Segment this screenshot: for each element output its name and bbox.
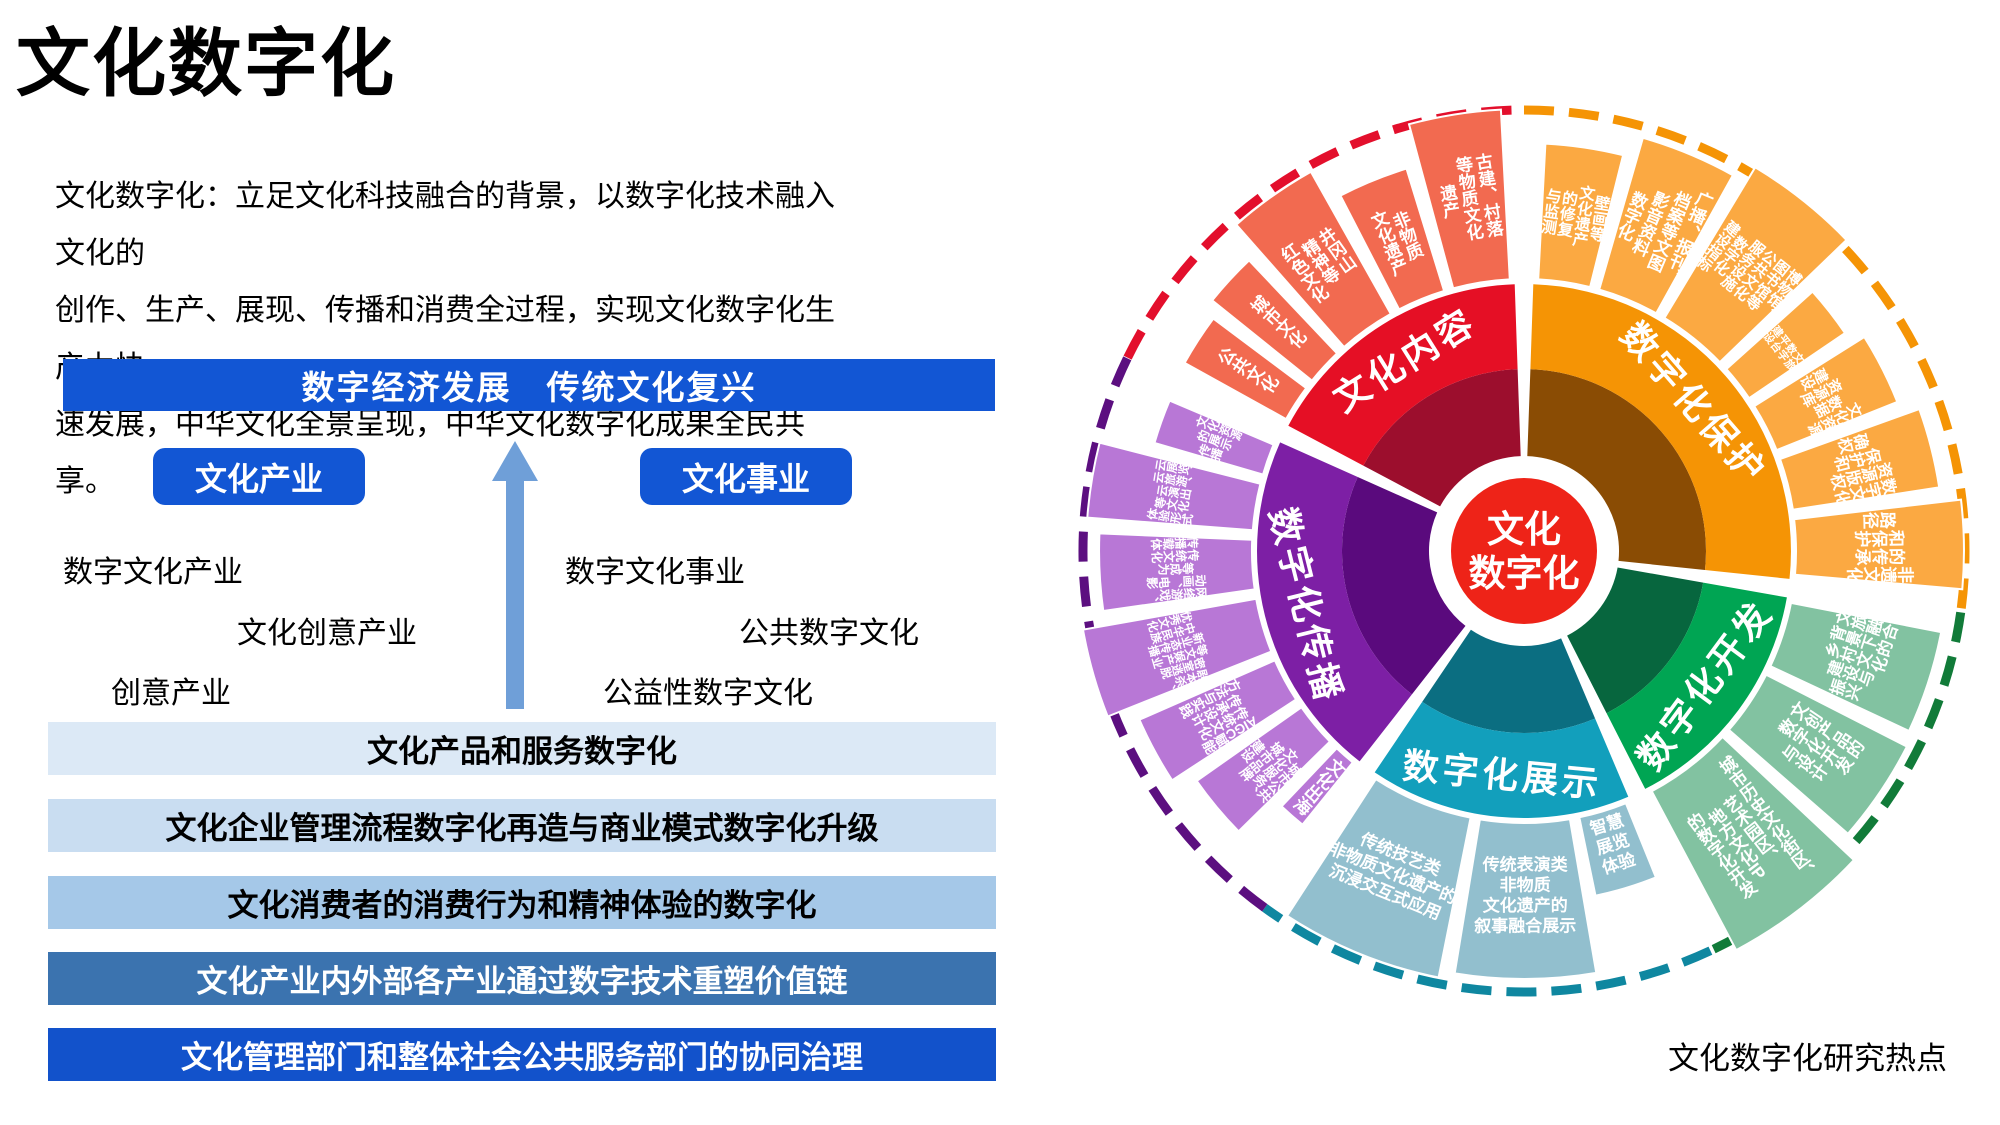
level-bar: 文化企业管理流程数字化再造与商业模式数字化升级 [48, 799, 996, 852]
industry-tag: 文化产业 [153, 448, 365, 505]
public-tag: 文化事业 [640, 448, 852, 505]
level-bar: 文化产品和服务数字化 [48, 722, 996, 775]
chart-caption: 文化数字化研究热点 [1668, 1041, 1947, 1076]
petal [1650, 735, 1856, 952]
intro-line: 创作、生产、展现、传播和消费全过程，实现文化数字化生产力快 [55, 294, 835, 384]
sunburst-chart: 文化内容公共文化城市文化井冈山精神等红色文化非物质文化遗产古建、村落等物质文化遗… [1078, 105, 1970, 997]
petal [1081, 597, 1273, 718]
level-bar: 文化产业内外部各产业通过数字技术重塑价值链 [48, 952, 996, 1005]
industry-item: 创意产业 [111, 677, 231, 710]
dashed-ring-segment [1262, 904, 1713, 997]
petal-label: 智慧展览体验 [1588, 810, 1639, 878]
public-item: 公益性数字文化 [603, 677, 813, 710]
petal-label: 和保护 [1853, 527, 1905, 548]
petal [1339, 167, 1446, 311]
petal [1153, 399, 1275, 476]
petal [1769, 601, 1943, 733]
petal-label: 等成为 [1157, 561, 1196, 577]
petal [1724, 290, 1847, 400]
petal [1138, 658, 1298, 782]
public-item: 数字文化事业 [565, 556, 745, 589]
petal [1727, 673, 1909, 836]
petal [1210, 258, 1339, 383]
petal-label: 非遗文化 [1846, 563, 1915, 585]
petal [1407, 108, 1511, 290]
public-item: 公共数字文化 [739, 617, 919, 650]
dashed-ring-segment [1523, 105, 1970, 614]
petal-label: 动画、电影 [1145, 573, 1207, 590]
center-circle [1451, 478, 1597, 624]
petal [1792, 498, 1965, 591]
level-bar: 文化管理部门和整体社会公共服务部门的协同治理 [48, 1028, 996, 1081]
sector-ring [1288, 284, 1518, 466]
petal [1183, 317, 1308, 421]
petal [1285, 777, 1472, 979]
petal-label: 传统表演类非物质文化遗产的叙事融合展示 [1474, 854, 1576, 936]
up-arrow-shaft [506, 481, 524, 709]
petal-label-group: 传统表演类非物质文化遗产的叙事融合展示 [1474, 854, 1576, 936]
banner-bar: 数字经济发展 传统文化复兴 [63, 359, 995, 411]
sector-core [1341, 477, 1466, 695]
intro-line: 文化数字化：立足文化科技融合的背景，以数字化技术融入文化的 [55, 180, 835, 270]
center-label: 文化数字化 [1469, 509, 1580, 594]
intro-paragraph: 文化数字化：立足文化科技融合的背景，以数字化技术融入文化的 创作、生产、展现、传… [55, 168, 845, 510]
petal-label-group: 智慧展览体验 [1588, 810, 1639, 878]
petal [1663, 165, 1848, 364]
sector-core [1527, 369, 1706, 570]
petal-label: 云演出 [1155, 484, 1192, 503]
sector-ring [1257, 442, 1412, 762]
petal [1453, 817, 1598, 980]
up-arrow-head [492, 441, 538, 481]
sector-ring [1374, 701, 1629, 819]
petal [1195, 705, 1332, 833]
petal [1597, 136, 1735, 315]
petal [1234, 170, 1393, 349]
industry-item: 数字文化产业 [63, 556, 243, 589]
petal [1280, 746, 1355, 827]
petal-label: 传播载体 [1150, 535, 1201, 552]
sector-core [1422, 629, 1596, 733]
industry-item: 文化创意产业 [237, 617, 417, 650]
sector-ring [1530, 284, 1791, 579]
petal [1086, 441, 1262, 532]
petal-label: 路径 [1862, 509, 1897, 529]
petal [1752, 335, 1899, 452]
up-arrow [492, 441, 538, 709]
dashed-ring-segment [1078, 355, 1268, 912]
petal [1537, 142, 1625, 289]
sector-ring [1606, 582, 1787, 789]
petal [1578, 801, 1658, 897]
petal [1778, 407, 1941, 511]
petal-label: 的传承 [1854, 545, 1906, 566]
page-title: 文化数字化 [16, 22, 396, 105]
petal [1098, 532, 1256, 613]
sector-core [1567, 567, 1704, 714]
sector-core [1363, 369, 1521, 507]
level-bar: 文化消费者的消费行为和精神体验的数字化 [48, 876, 996, 929]
petal-label: 传统文化 [1150, 547, 1201, 564]
petal-label: 网络游戏、 [1147, 585, 1208, 602]
intro-line: 速发展，中华文化全景呈现，中华文化数字化成果全民共享。 [55, 408, 805, 498]
